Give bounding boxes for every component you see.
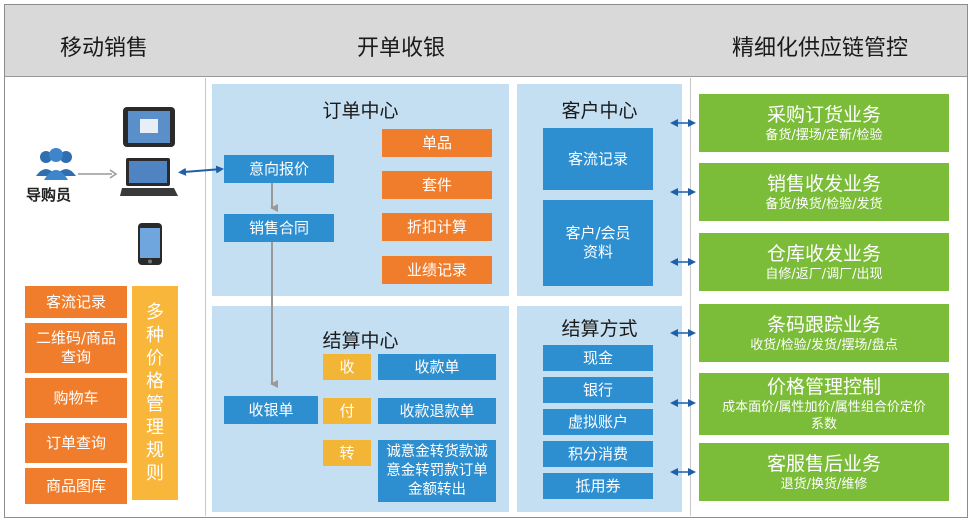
- mobile-item: 客流记录: [25, 286, 127, 318]
- header-bar: 移动销售 开单收银 精细化供应链管控: [5, 5, 967, 77]
- supply-item-price: 价格管理控制 成本面价/属性加价/属性组合价定价系数: [699, 373, 949, 435]
- payment-method-item: 积分消费: [543, 441, 653, 467]
- supply-item-title: 价格管理控制: [766, 376, 881, 398]
- supply-item-sub: 退货/换货/维修: [780, 476, 868, 492]
- column-divider-right: [690, 78, 691, 516]
- supply-item-title: 客服售后业务: [766, 452, 881, 475]
- supply-item-warehouse: 仓库收发业务 自修/返厂/调厂/出现: [699, 233, 949, 291]
- laptop-icon: [120, 156, 178, 198]
- customer-item: 客流记录: [543, 128, 653, 190]
- mobile-item: 购物车: [25, 378, 127, 418]
- settlement-item: 诚意金转货款诚意金转罚款订单金额转出: [378, 440, 496, 502]
- supply-item-service: 客服售后业务 退货/换货/维修: [699, 443, 949, 501]
- order-option-item: 折扣计算: [382, 213, 492, 241]
- supply-item-sub: 自修/返厂/调厂/出现: [765, 266, 883, 282]
- mobile-item: 二维码/商品查询: [25, 323, 127, 373]
- settlement-center-title: 结算中心: [322, 330, 399, 352]
- supply-item-barcode: 条码跟踪业务 收货/检验/发货/摆场/盘点: [699, 304, 949, 362]
- supply-item-sub: 备货/摆场/定新/检验: [765, 127, 883, 143]
- settlement-tag: 收: [323, 354, 371, 380]
- payment-method-item: 现金: [543, 345, 653, 371]
- payment-method-item: 银行: [543, 377, 653, 403]
- tablet-icon: [122, 106, 176, 148]
- payment-method-item: 抵用券: [543, 473, 653, 499]
- supply-item-purchase: 采购订货业务 备货/摆场/定新/检验: [699, 94, 949, 152]
- header-mobile-sales: 移动销售: [60, 36, 149, 61]
- phone-icon: [137, 222, 163, 266]
- settlement-item: 收款单: [378, 354, 496, 380]
- payment-method-item: 虚拟账户: [543, 409, 653, 435]
- cashier-box: 收银单: [224, 396, 318, 424]
- supply-item-title: 条码跟踪业务: [766, 313, 881, 336]
- mobile-item: 商品图库: [25, 468, 127, 504]
- sales-contract-box: 销售合同: [224, 214, 334, 242]
- payment-methods-title: 结算方式: [561, 318, 638, 340]
- header-supply-chain: 精细化供应链管控: [732, 36, 909, 61]
- header-checkout: 开单收银: [357, 36, 446, 61]
- guide-label: 导购员: [26, 186, 72, 204]
- supply-item-sub: 成本面价/属性加价/属性组合价定价系数: [722, 400, 926, 432]
- customer-center-title: 客户中心: [561, 100, 638, 122]
- settlement-tag: 转: [323, 440, 371, 466]
- column-divider-left: [205, 78, 206, 516]
- order-option-item: 单品: [382, 129, 492, 157]
- supply-item-title: 销售收发业务: [766, 172, 881, 195]
- order-center-title: 订单中心: [322, 100, 399, 122]
- supply-item-title: 仓库收发业务: [766, 242, 881, 265]
- price-rules-box: 多种价格管理规则: [132, 286, 178, 500]
- customer-item: 客户/会员资料: [543, 200, 653, 286]
- supply-item-sales: 销售收发业务 备货/换货/检验/发货: [699, 163, 949, 221]
- supply-item-title: 采购订货业务: [766, 103, 881, 126]
- order-option-item: 套件: [382, 171, 492, 199]
- intent-quote-box: 意向报价: [224, 155, 334, 183]
- order-option-item: 业绩记录: [382, 256, 492, 284]
- guide-icon: [36, 146, 76, 182]
- mobile-item: 订单查询: [25, 423, 127, 463]
- settlement-tag: 付: [323, 398, 371, 424]
- supply-item-sub: 备货/换货/检验/发货: [765, 196, 883, 212]
- settlement-item: 收款退款单: [378, 398, 496, 424]
- supply-item-sub: 收货/检验/发货/摆场/盘点: [750, 337, 898, 353]
